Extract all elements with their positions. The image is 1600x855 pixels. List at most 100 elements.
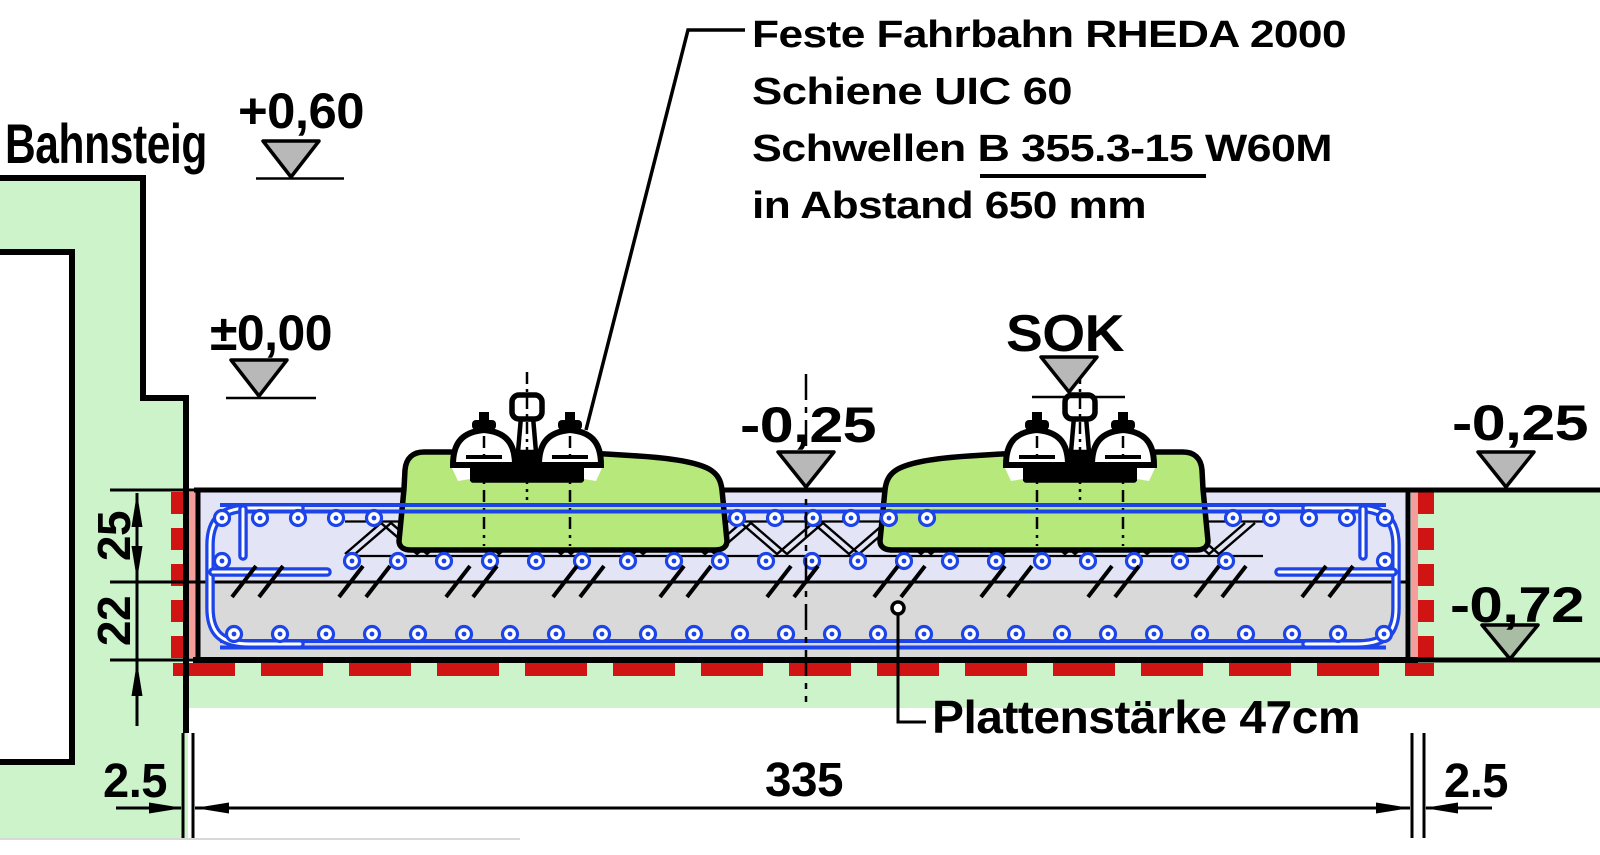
edge-insulation-dash: [1418, 564, 1434, 586]
rebar-section-dot: [371, 515, 377, 521]
edge-insulation-dash: [1418, 636, 1434, 658]
elevation-triangle: [261, 139, 321, 179]
rebar-section-dot: [1381, 631, 1387, 637]
rebar-section-dot: [1306, 515, 1312, 521]
rebar-section-dot: [1059, 631, 1065, 637]
joint-strip-pink-left: [189, 492, 196, 658]
annotation-block: Feste Fahrbahn RHEDA 2000 Schiene UIC 60…: [752, 14, 1347, 227]
joint-break-mark: [230, 564, 258, 599]
annotation-line-4: in Abstand 650 mm: [752, 185, 1146, 227]
rebar-section-dot: [441, 558, 447, 564]
rebar-section-dot: [1013, 631, 1019, 637]
joint-break-mark: [658, 564, 686, 599]
rebar-section-dot: [901, 558, 907, 564]
elevation-triangle: [776, 450, 836, 489]
rebar-section-dot: [1289, 631, 1295, 637]
rebar-section-dot: [855, 558, 861, 564]
slab-lower-layer: [198, 582, 1408, 658]
bottom-insulation-dash: [173, 663, 235, 676]
dimension-lower-layer: 22: [88, 596, 140, 646]
rebar-section-dot: [691, 631, 697, 637]
rail-assembly-left: [399, 372, 727, 550]
joint-break-mark: [872, 564, 900, 599]
platform-label: Bahnsteig: [5, 112, 207, 175]
rebar-section-dot: [349, 558, 355, 564]
rebar-section-dot: [1344, 515, 1350, 521]
annotation-line-3: Schwellen B 355.3-15 W60M: [752, 128, 1332, 170]
elevation-triangle: [1480, 623, 1540, 661]
joint-break-mark: [1006, 564, 1034, 599]
elevation-value: -0,72: [1450, 577, 1584, 633]
rebar-section-dot: [461, 631, 467, 637]
rebar-section-dot: [507, 631, 513, 637]
joint-break-mark: [337, 564, 365, 599]
bottom-insulation-dash: [261, 663, 323, 676]
dimension-bottom: [116, 733, 1492, 838]
rebar-section-dot: [1230, 515, 1236, 521]
rebar-section-dot: [219, 515, 225, 521]
edge-insulation-dash: [1418, 600, 1434, 622]
rebar-section-dot: [599, 631, 605, 637]
rebar-section-dot: [947, 558, 953, 564]
edge-insulation-dash: [1418, 492, 1434, 514]
elevation-triangle: [1476, 450, 1536, 489]
bottom-insulation-dash: [1317, 663, 1379, 676]
annotation-line-3-prefix: Schwellen: [752, 128, 978, 170]
rebar-edge-ubar-right: [1274, 503, 1401, 649]
joint-strip-pink-right: [1411, 492, 1418, 658]
rebar-section-dot: [875, 631, 881, 637]
joint-break-mark: [1193, 564, 1221, 599]
platform-outline: [0, 175, 189, 733]
elevation-triangle: [1039, 355, 1099, 394]
annotation-leader-line: [584, 28, 745, 431]
rebar-section-dot: [257, 515, 263, 521]
rebar-section-dot: [295, 515, 301, 521]
bottom-insulation-dash: [877, 663, 939, 676]
annotation-line-1: Feste Fahrbahn RHEDA 2000: [752, 14, 1346, 56]
bottom-insulation-dash: [789, 663, 851, 676]
rebar-section-dot: [533, 558, 539, 564]
elevation-value: ±0,00: [210, 305, 332, 361]
dimension-joint-right: 2.5: [1444, 755, 1508, 808]
joint-break-mark: [1086, 564, 1114, 599]
edge-insulation-dash: [1418, 528, 1434, 550]
joint-break-mark: [1113, 564, 1141, 599]
dimension-joint-left: 2.5: [103, 755, 167, 808]
elevation-marker-platform-top: +0,60: [238, 83, 365, 180]
rebar-section-dot: [717, 558, 723, 564]
rebar-section-dot: [487, 558, 493, 564]
joint-break-mark: [1327, 564, 1355, 599]
rail-top-label: SOK: [1006, 305, 1125, 363]
rebar-section-dot: [1382, 515, 1388, 521]
annotation-sleeper-type: B 355.3-15: [978, 128, 1194, 170]
elevation-marker-ground-right: -0,25: [1452, 395, 1589, 489]
rebar-section-dot: [1039, 558, 1045, 564]
joint-break-mark: [364, 564, 392, 599]
bottom-insulation-dash: [349, 663, 411, 676]
rebar-section-dot: [645, 631, 651, 637]
rebar-section-dot: [333, 515, 339, 521]
joint-break-mark: [765, 564, 793, 599]
annotation-line-3-suffix: W60M: [1193, 128, 1332, 170]
platform-cutout-outline: [0, 249, 75, 765]
rebar-section-dot: [231, 631, 237, 637]
joint-break-mark: [1300, 564, 1328, 599]
leader-line: [896, 614, 926, 724]
rebar-section-dot: [1085, 558, 1091, 564]
joint-break-mark: [471, 564, 499, 599]
rebar-section-dot: [763, 558, 769, 564]
rebar-section-dot: [783, 631, 789, 637]
dimension-upper-layer: 25: [88, 511, 140, 561]
platform-cutout: [0, 252, 72, 762]
rebar-section-dot: [734, 515, 740, 521]
rebar-section-dot: [772, 515, 778, 521]
slab-thickness-label: Plattenstärke 47cm: [932, 691, 1360, 743]
rebar-section-dot: [1268, 515, 1274, 521]
rebar-section-dot: [395, 558, 401, 564]
bottom-insulation-dash: [1405, 663, 1434, 676]
elevation-marker-zero: ±0,00: [210, 305, 333, 400]
bottom-insulation-dash: [613, 663, 675, 676]
leader-dot: [890, 600, 906, 616]
elevation-marker-slab-top: -0,25: [740, 397, 877, 489]
